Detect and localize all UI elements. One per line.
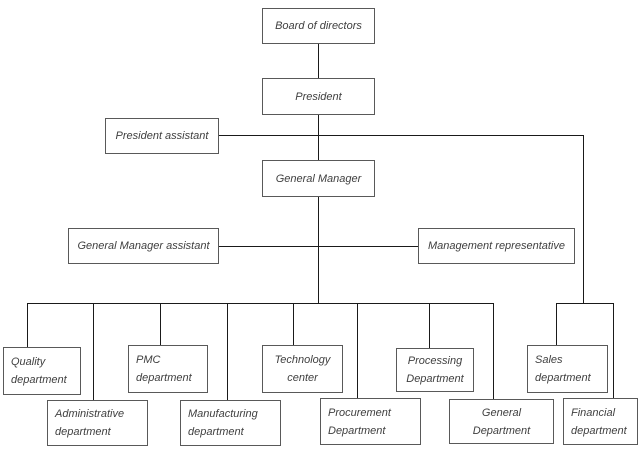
connector-right-branch-vertical [583, 135, 584, 303]
node-president-assistant: President assistant [105, 118, 219, 154]
node-label: Quality [11, 356, 46, 368]
node-technology-center: Technology center [262, 345, 343, 393]
connector-right-bracket [556, 303, 614, 304]
connector-drop-technology [293, 303, 294, 345]
connector-drop-processing [429, 303, 430, 348]
connector-gm-assistant-representative [219, 246, 418, 247]
node-label: Management representative [428, 240, 565, 252]
node-label: Financial [571, 406, 616, 419]
node-label: department [55, 426, 111, 438]
connector-drop-procurement [357, 303, 358, 398]
node-label: General Manager assistant [77, 240, 210, 252]
node-pmc-department: PMC department [128, 345, 208, 393]
node-label: Technology [274, 354, 331, 366]
connector-drop-general [493, 303, 494, 399]
node-label: President [295, 90, 342, 103]
node-label: department [136, 372, 192, 384]
node-label: President assistant [115, 130, 209, 142]
node-financial-department: Financial department [563, 398, 638, 445]
connector-department-bus [27, 303, 494, 304]
node-label: General Manager [275, 172, 362, 185]
node-general-manager: General Manager [262, 160, 375, 197]
connector-president-gm [318, 115, 319, 160]
connector-drop-sales [556, 303, 557, 345]
connector-drop-financial [613, 303, 614, 398]
node-processing-department: Processing Department [396, 348, 474, 392]
node-label: PMC [136, 354, 161, 366]
node-procurement-department: Procurement Department [320, 398, 421, 445]
connector-drop-quality [27, 303, 28, 347]
node-label: department [188, 426, 244, 438]
connector-gm-bus [318, 197, 319, 303]
node-manufacturing-department: Manufacturing department [180, 400, 281, 446]
node-sales-department: Sales department [527, 345, 608, 393]
connector-drop-administrative [93, 303, 94, 400]
node-label: Manufacturing [188, 408, 258, 420]
node-label: General [481, 406, 522, 419]
node-label: Board of directors [275, 20, 362, 32]
node-label: Sales [535, 354, 563, 366]
node-label: Department [472, 424, 531, 437]
node-management-representative: Management representative [418, 228, 575, 264]
node-board-of-directors: Board of directors [262, 8, 375, 44]
node-general-department: General Department [449, 399, 554, 444]
node-general-manager-assistant: General Manager assistant [68, 228, 219, 264]
node-label: department [535, 372, 591, 384]
node-label: department [11, 374, 67, 386]
node-label: department [571, 424, 627, 437]
node-label: Procurement [328, 406, 391, 419]
connector-drop-pmc [160, 303, 161, 345]
node-label: Department [406, 373, 464, 385]
node-quality-department: Quality department [3, 347, 81, 395]
node-label: center [287, 372, 318, 384]
connector-drop-manufacturing [227, 303, 228, 400]
node-label: Administrative [55, 408, 125, 420]
node-label: Department [328, 424, 386, 437]
connector-board-president [318, 44, 319, 78]
connector-president-assistant-branch [219, 135, 584, 136]
node-label: Processing [407, 355, 463, 367]
node-administrative-department: Administrative department [47, 400, 148, 446]
node-president: President [262, 78, 375, 115]
